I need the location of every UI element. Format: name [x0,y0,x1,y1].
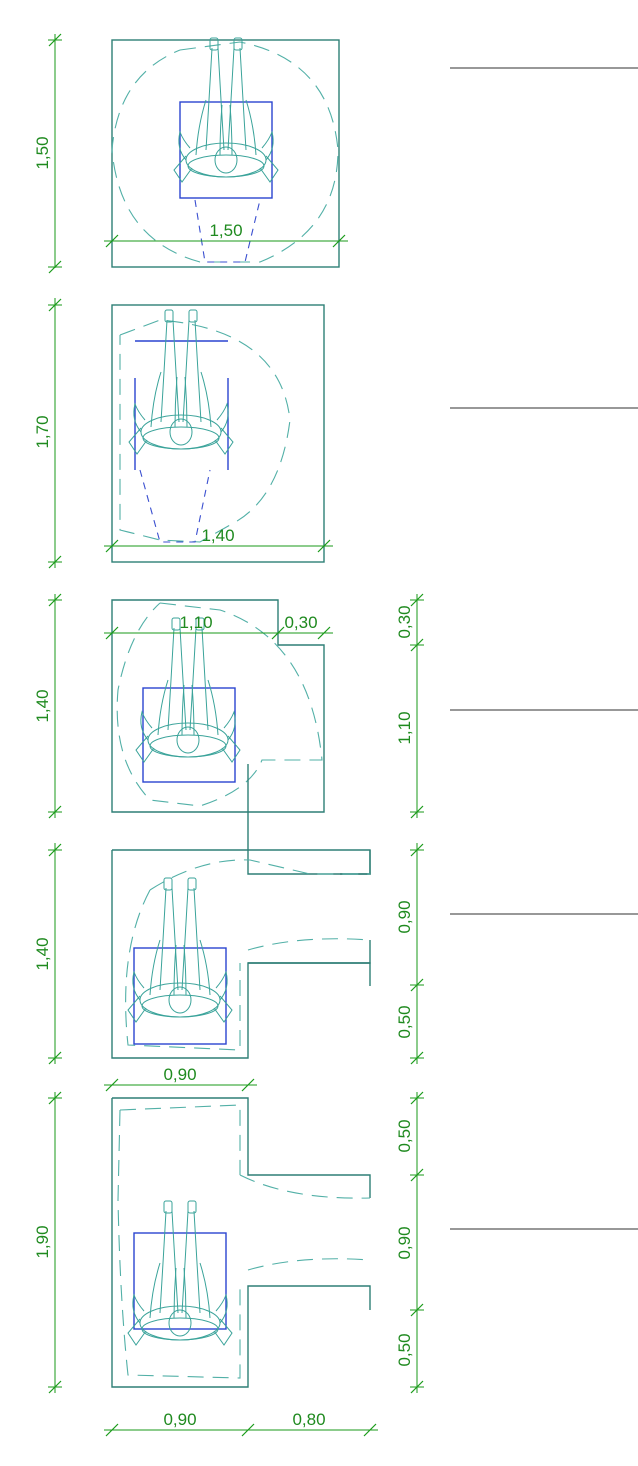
right-label: 0,30 [395,605,414,638]
corridor-wall [340,850,371,875]
turning-circle [117,1109,241,1379]
height-label: 1,40 [33,689,52,722]
panel-5: 1,90 0,50 0,90 0,50 0,90 0,80 [33,1091,638,1437]
turning-path [247,938,371,951]
room-outline [112,1097,371,1198]
panel-2: 1,70 1,40 [33,298,638,569]
turning-circle [125,889,241,1051]
wheelchair-sweep [139,469,211,543]
room-outline [111,304,325,563]
wheelchair [133,947,227,1045]
offset-label: 0,30 [284,613,317,632]
bottom-label: 0,90 [163,1410,196,1429]
room-outline [111,599,325,813]
right-label: 0,50 [395,1119,414,1152]
right-label: 0,50 [395,1333,414,1366]
room-outline [111,1098,371,1388]
wheelchair [133,1232,227,1330]
room-outline [111,850,371,1059]
panel-1: 1,50 1,50 [33,33,638,274]
bottom-label: 0,90 [163,1065,196,1084]
wheelchair-user [173,37,279,183]
dimension-tick [240,1423,256,1437]
corridor-wall [248,940,371,964]
right-label: 0,90 [395,1226,414,1259]
dimension-tick [240,1078,256,1092]
height-label: 1,90 [33,1225,52,1258]
right-label: 0,90 [395,900,414,933]
height-label: 1,50 [33,136,52,169]
turning-path [247,1258,371,1271]
dimension-tick [104,1423,120,1437]
wheelchair-sweep [194,199,261,263]
turning-circle [111,41,339,263]
wheelchair-user [135,617,241,763]
turning-path [119,1104,241,1175]
turning-circle [119,319,291,543]
dimension-tick [316,626,332,640]
height-label: 1,70 [33,415,52,448]
width-label: 1,40 [201,526,234,545]
turning-path [149,859,370,891]
turning-path [239,1174,371,1199]
bottom-label: 0,80 [292,1410,325,1429]
panel-4: 1,40 0,90 0,50 0,90 [33,764,638,1092]
wheelchair-user [127,1200,233,1346]
right-label: 0,50 [395,1005,414,1038]
turning-circle [116,602,323,807]
dimension-tick [362,1423,378,1437]
wheelchair-user [127,877,233,1023]
dimension-tick [104,1078,120,1092]
room-outline-top [112,764,371,875]
room-outline [111,39,340,268]
width-label: 1,10 [179,613,212,632]
right-label: 1,10 [395,711,414,744]
wheelchair [142,687,236,783]
height-label: 1,40 [33,937,52,970]
width-label: 1,50 [209,221,242,240]
panel-3: 1,40 1,10 0,30 0,30 1,10 [33,593,638,819]
